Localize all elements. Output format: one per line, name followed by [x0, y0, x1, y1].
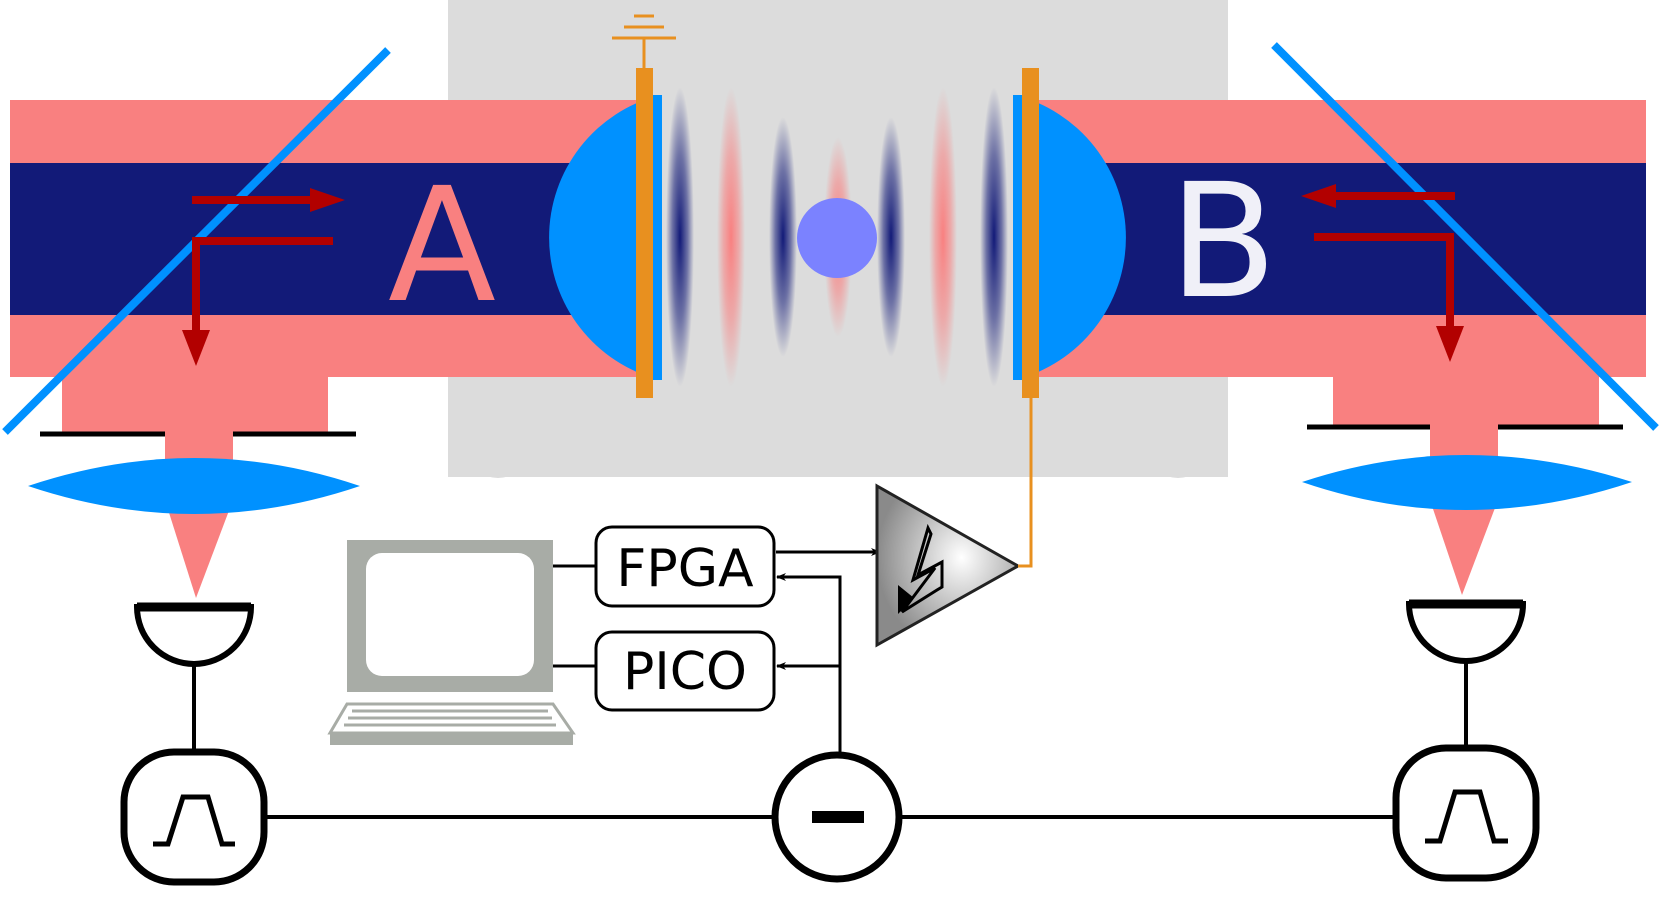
pulse-icon	[153, 794, 235, 847]
reflected-beam-right	[1333, 377, 1599, 595]
photodetector-icon	[1405, 599, 1527, 748]
minus-icon	[812, 811, 864, 823]
amplifier-icon	[875, 483, 1022, 648]
lens-right	[1302, 455, 1632, 510]
computer-icon	[327, 540, 576, 745]
lens-left	[28, 458, 360, 514]
pulse-filter-right	[1392, 744, 1540, 882]
fpga-label: FPGA	[616, 539, 754, 599]
port-b-label: B	[1169, 150, 1277, 334]
ground-icon	[612, 14, 676, 68]
electrode-right	[1022, 68, 1039, 398]
beam-direction-arrows-right	[1301, 184, 1464, 362]
beam-direction-arrows-left	[182, 188, 345, 366]
pulse-icon	[1425, 789, 1508, 844]
atom	[797, 198, 877, 278]
photodetector-icon	[133, 602, 255, 752]
feedback-wiring	[776, 548, 881, 755]
fpga-module: FPGA	[594, 525, 776, 608]
port-a-label: A	[388, 154, 496, 338]
beam-splitter-right	[1271, 42, 1659, 431]
reflected-beam-left	[62, 377, 328, 598]
hv-wire	[1018, 398, 1033, 568]
pico-label: PICO	[623, 642, 747, 702]
subtractor	[771, 751, 903, 883]
electrode-left	[636, 68, 653, 398]
pico-module: PICO	[594, 630, 776, 712]
pulse-filter-left	[120, 748, 268, 886]
